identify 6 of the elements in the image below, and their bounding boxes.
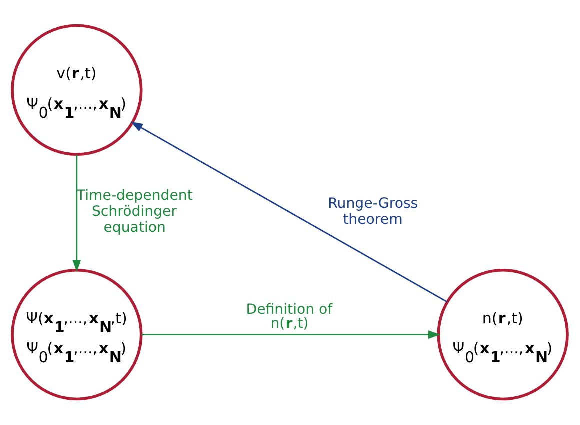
edge-label: Definition of n(r,t) <box>246 302 333 332</box>
arrow <box>142 330 441 340</box>
edge-label: Time-dependent Schrödinger equation <box>76 188 193 236</box>
edge-label: Runge-Gross theorem <box>328 196 418 228</box>
arrow <box>130 122 448 303</box>
arrow <box>72 154 82 272</box>
